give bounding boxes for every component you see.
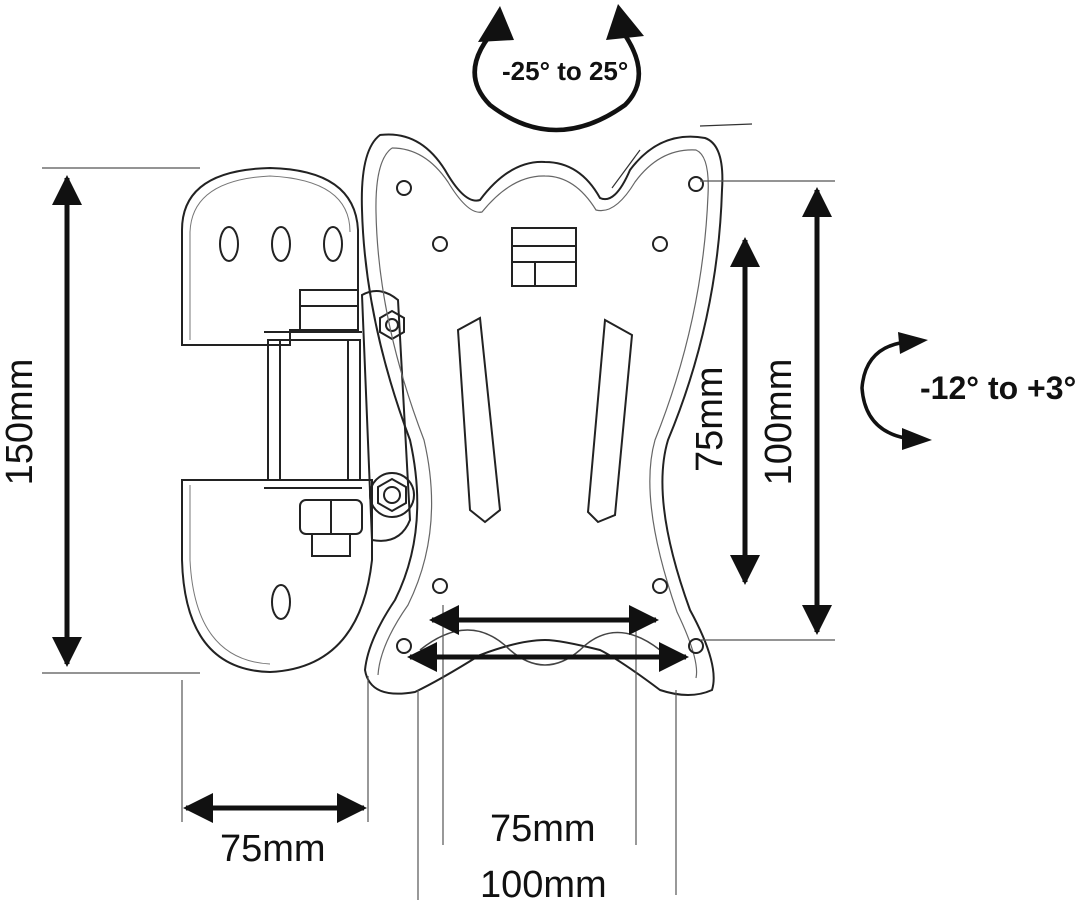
- vesa-vertical-outer-label: 100mm: [758, 358, 800, 486]
- center-latch: [511, 227, 577, 287]
- arm-height-label: 150mm: [0, 358, 41, 486]
- tilt-rotation-arrow: [860, 332, 932, 450]
- vesa-hole: [652, 236, 668, 252]
- pivot-block: [299, 289, 359, 333]
- arm-width-label: 75mm: [220, 828, 326, 870]
- arm-bracket: [267, 339, 361, 481]
- vesa-hole: [652, 578, 668, 594]
- extension-lines: [42, 167, 835, 900]
- dimension-arrows: [52, 175, 832, 823]
- hex-bolt: [377, 477, 407, 513]
- vesa-hole: [396, 638, 412, 654]
- vesa-hole: [688, 176, 704, 192]
- wall-plate: [181, 166, 373, 674]
- vesa-hole: [688, 638, 704, 654]
- wall-plate-hole: [271, 226, 291, 262]
- adapter-plate: [360, 290, 415, 542]
- vesa-hole: [432, 578, 448, 594]
- wall-plate-top-lobe: [181, 166, 359, 346]
- wall-plate-hole: [219, 226, 239, 262]
- vesa-plate-outline: [360, 133, 724, 696]
- wall-plate-hole: [323, 226, 343, 262]
- swivel-range-label: -25° to 25°: [502, 56, 629, 86]
- hex-bolt: [379, 309, 405, 341]
- vesa-slot: [456, 316, 502, 524]
- tilt-range-label: -12° to +3°: [920, 370, 1077, 406]
- vesa-horizontal-outer-label: 100mm: [480, 864, 607, 906]
- wall-plate-bottom-lobe: [181, 479, 373, 674]
- wall-plate-hole: [271, 584, 291, 620]
- swivel-rotation-arrow: [472, 4, 644, 133]
- vesa-horizontal-inner-label: 75mm: [490, 808, 596, 850]
- vesa-slot: [586, 318, 634, 524]
- vesa-hole: [396, 180, 412, 196]
- vesa-hole: [432, 236, 448, 252]
- vesa-vertical-inner-label: 75mm: [689, 366, 731, 472]
